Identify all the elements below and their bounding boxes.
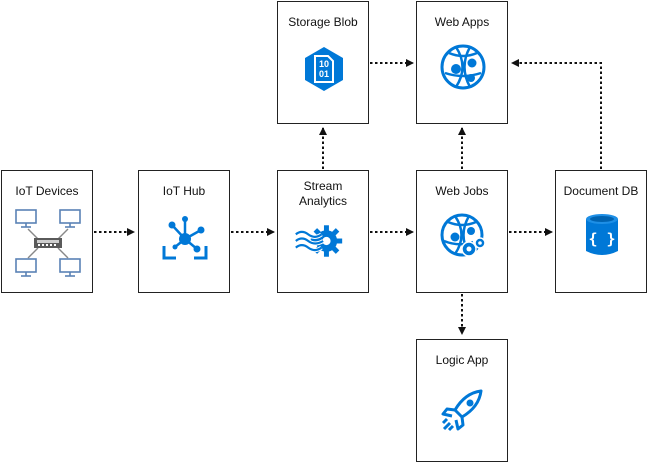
node-iot-devices[interactable]: IoT Devices <box>1 170 93 293</box>
iot-hub-icon <box>161 213 209 261</box>
edge-document-db-to-web-apps <box>511 59 602 169</box>
node-label: Web Jobs <box>435 184 489 198</box>
node-label: Storage Blob <box>288 15 358 29</box>
document-db-icon: { } <box>578 211 626 259</box>
node-web-apps[interactable]: Web Apps <box>416 1 508 124</box>
storage-blob-icon-text: 01 <box>319 69 329 79</box>
svg-text:{ }: { } <box>588 230 615 248</box>
web-apps-icon <box>439 43 487 91</box>
storage-blob-icon: 10 01 <box>300 45 348 93</box>
node-label: IoT Devices <box>15 184 79 198</box>
web-jobs-icon <box>439 212 487 260</box>
node-label: Web Apps <box>434 15 490 29</box>
stream-analytics-icon <box>295 217 353 263</box>
node-storage-blob[interactable]: Storage Blob 10 01 <box>277 1 369 124</box>
node-label: Stream Analytics <box>298 179 348 208</box>
storage-blob-icon-text: 10 <box>319 59 329 69</box>
node-label: IoT Hub <box>162 184 206 198</box>
node-stream-analytics[interactable]: Stream Analytics <box>277 170 369 293</box>
node-label: Document DB <box>563 184 639 198</box>
logic-app-icon <box>439 386 487 434</box>
iot-devices-icon <box>10 207 86 281</box>
node-iot-hub[interactable]: IoT Hub <box>138 170 230 293</box>
node-web-jobs[interactable]: Web Jobs <box>416 170 508 293</box>
node-logic-app[interactable]: Logic App <box>416 339 508 462</box>
node-document-db[interactable]: Document DB { } <box>555 170 647 293</box>
node-label: Logic App <box>435 353 489 367</box>
